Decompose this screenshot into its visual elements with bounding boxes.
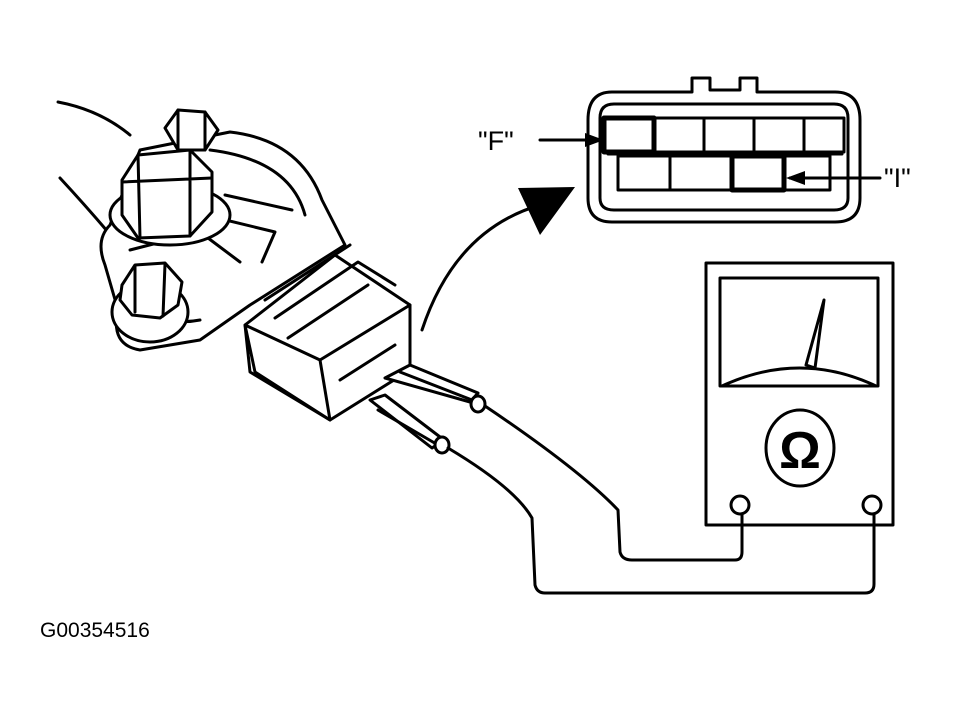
- top-bolt: [163, 108, 220, 152]
- bottom-row-terminals: [616, 153, 832, 193]
- label-terminal-i: "I": [884, 163, 911, 193]
- pointer-f-head: [585, 133, 604, 147]
- test-lead-lower: [446, 446, 876, 595]
- ohmmeter: [704, 261, 895, 527]
- top-row-terminals: [601, 115, 846, 155]
- pointer-i-head: [786, 171, 805, 185]
- terminal-left: [729, 494, 751, 516]
- sensor-connector: [243, 243, 412, 422]
- terminal-right: [861, 494, 883, 516]
- sensor-assembly: [56, 100, 412, 422]
- callout-arrow-head: [518, 187, 575, 235]
- lower-bolt: [110, 261, 190, 344]
- test-lead-upper: [483, 404, 744, 562]
- ohm-dial: [764, 408, 836, 488]
- probe-lower: [368, 393, 451, 455]
- label-terminal-f: "F": [478, 126, 514, 156]
- center-bolt: [108, 148, 232, 247]
- probe-upper: [383, 363, 487, 414]
- connector-face: [586, 76, 862, 224]
- figure-id: G00354516: [40, 619, 150, 642]
- meter-needle: [804, 298, 826, 370]
- callout-arrow-shaft: [420, 203, 542, 332]
- ohm-symbol: Ω: [779, 422, 821, 480]
